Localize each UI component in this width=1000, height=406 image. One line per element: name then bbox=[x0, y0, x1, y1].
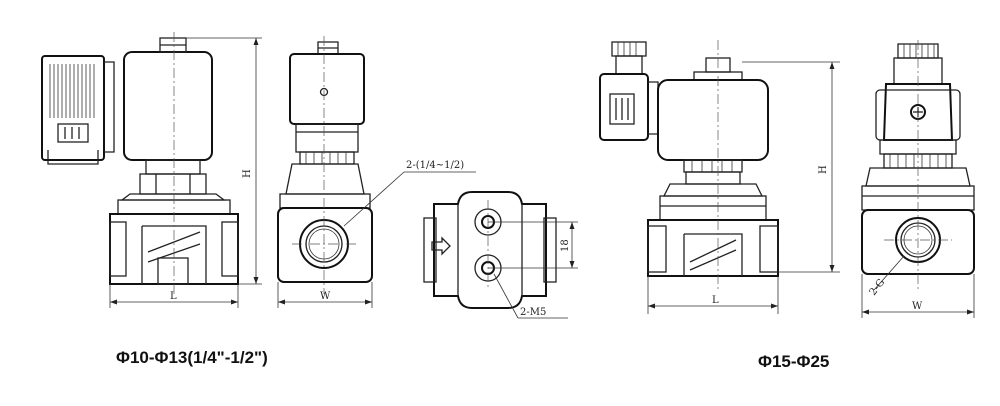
dim-width-label: W bbox=[320, 291, 331, 302]
dim-width-label-2: W bbox=[912, 301, 923, 312]
mount-holes-label: 2-M5 bbox=[520, 307, 546, 318]
dim-height-label-2: H bbox=[818, 165, 829, 174]
large-valve-side-view: W 2-G bbox=[861, 40, 975, 318]
caption-small-series: Φ10-Φ13(1/4"-1/2") bbox=[116, 348, 268, 367]
dim-length-label-2: L bbox=[712, 295, 719, 306]
port-thread-note: 2-(1/4~1/2) bbox=[406, 160, 464, 171]
small-valve-front-view: L H bbox=[41, 32, 262, 308]
dim-length-label: L bbox=[170, 291, 177, 302]
small-valve-bottom-view: 18 2-M5 bbox=[423, 191, 578, 319]
hole-spacing-label: 18 bbox=[560, 239, 571, 252]
caption-large-series: Φ15-Φ25 bbox=[758, 352, 830, 371]
large-valve-front-view: L H bbox=[599, 40, 840, 314]
port-g-label: 2-G bbox=[868, 277, 888, 298]
small-valve-side-view: W 2-(1/4~1/2) bbox=[277, 36, 476, 308]
dim-height-label: H bbox=[242, 169, 253, 178]
